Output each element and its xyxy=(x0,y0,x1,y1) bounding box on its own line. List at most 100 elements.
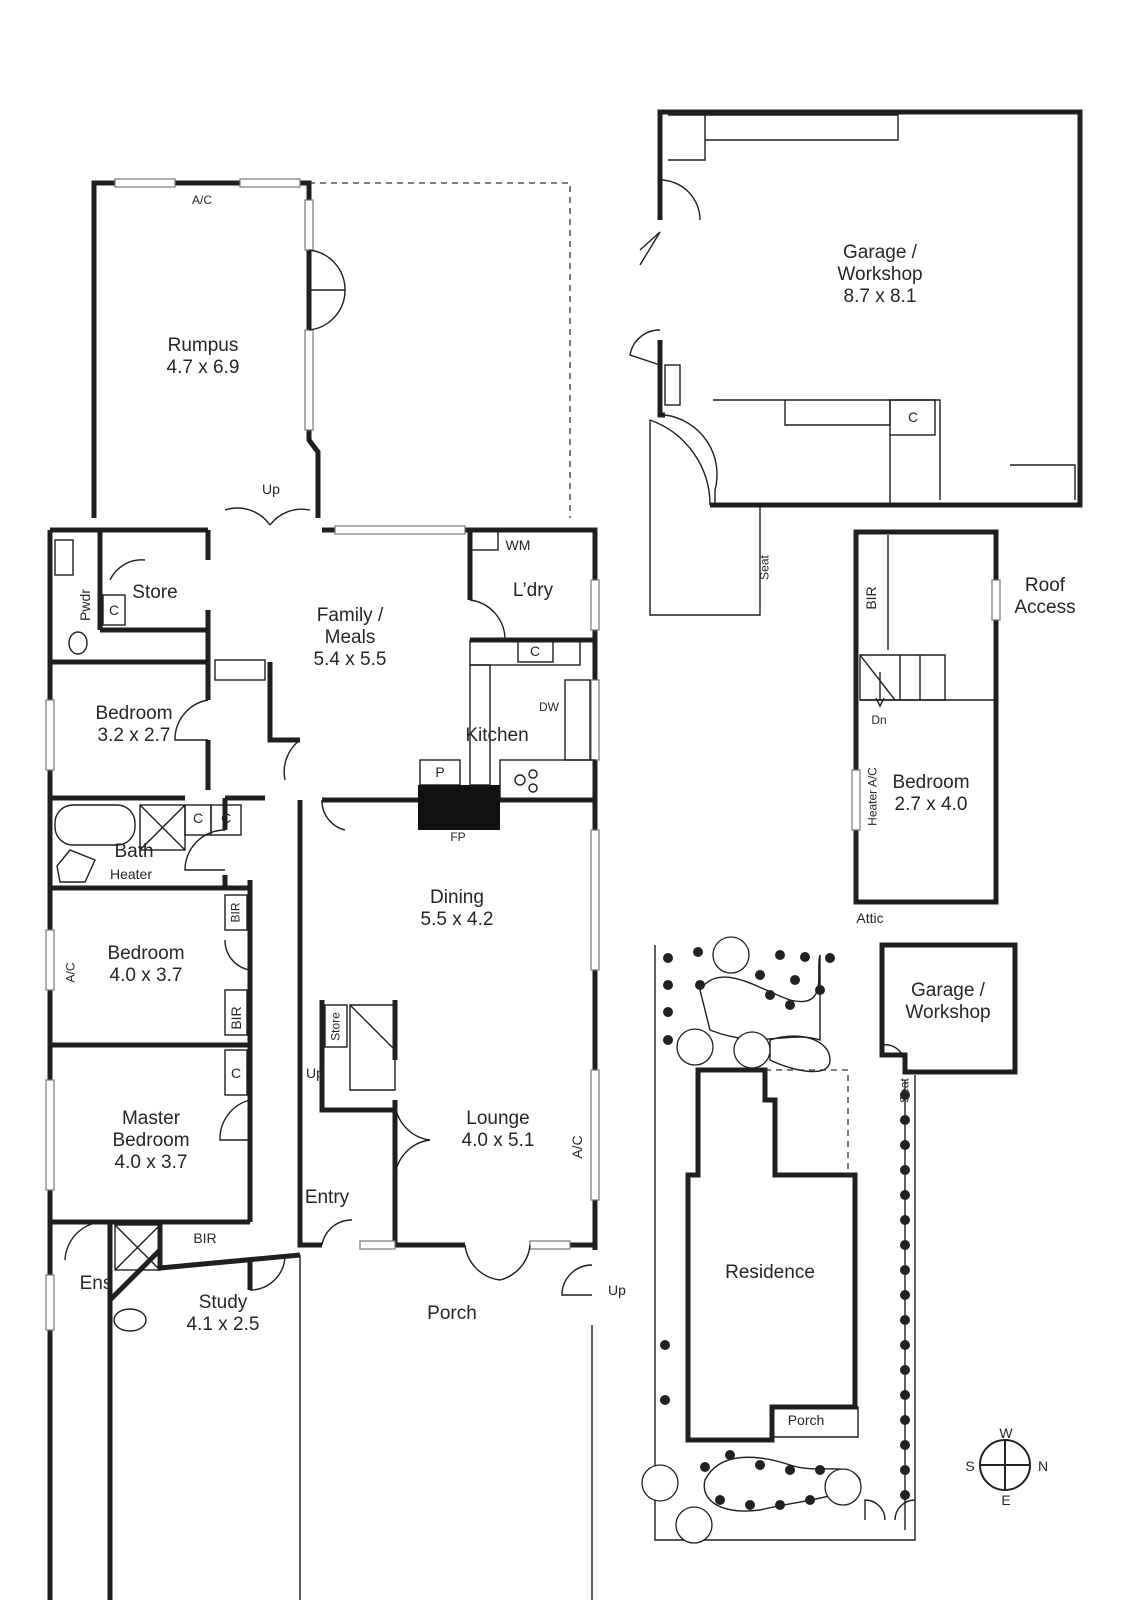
shrub-38 xyxy=(815,1465,825,1475)
washing-machine-label: WM xyxy=(505,537,531,553)
shrub-8 xyxy=(800,952,810,962)
shrub-13 xyxy=(815,985,825,995)
kitchen-label: Kitchen xyxy=(465,725,529,746)
compass-rose xyxy=(979,1439,1031,1491)
bath-label: Bath xyxy=(114,841,154,862)
main-house-walls xyxy=(47,180,598,1600)
up-marker-rumpus: Up xyxy=(262,481,280,497)
doors xyxy=(64,249,593,1296)
shrub-30 xyxy=(900,1465,910,1475)
heater-ac-attic: Heater A/C xyxy=(865,767,880,826)
garage-walls xyxy=(629,109,1083,616)
tree-4 xyxy=(641,1464,679,1502)
tree-2 xyxy=(676,1028,714,1066)
seat-marker-garage: Seat xyxy=(757,555,772,580)
shrub-21 xyxy=(900,1240,910,1250)
roof-access-label: Roof Access xyxy=(1014,575,1076,618)
bir-master: BIR xyxy=(193,1230,217,1246)
shrub-33 xyxy=(660,1395,670,1405)
laundry-label: L’dry xyxy=(512,580,554,601)
tree-1 xyxy=(712,936,750,974)
heater-label: Heater xyxy=(109,866,153,882)
shrub-31 xyxy=(900,1490,910,1500)
shrub-3 xyxy=(663,980,673,990)
shrub-32 xyxy=(660,1340,670,1350)
shrub-20 xyxy=(900,1215,910,1225)
up-marker-stair: Up xyxy=(306,1065,324,1081)
bir-bedroom-2b: BIR xyxy=(228,1006,244,1030)
compass-w: W xyxy=(999,1425,1013,1441)
shrub-26 xyxy=(900,1365,910,1375)
store-under-stair: Store xyxy=(328,1012,343,1041)
shrub-10 xyxy=(755,970,765,980)
pantry-label: P xyxy=(435,764,445,780)
ac-marker-bedroom: A/C xyxy=(63,962,78,983)
shrub-29 xyxy=(900,1440,910,1450)
shrub-1 xyxy=(663,953,673,963)
bir-bedroom-2: BIR xyxy=(228,902,243,923)
ac-marker-lounge: A/C xyxy=(569,1135,585,1159)
up-marker-porch: Up xyxy=(608,1282,626,1298)
shrub-37 xyxy=(785,1465,795,1475)
shrub-34 xyxy=(700,1462,710,1472)
powder-room-label: Pwdr xyxy=(77,589,93,621)
compass-e: E xyxy=(1001,1492,1011,1508)
shrub-14 xyxy=(785,1000,795,1010)
shrub-36 xyxy=(755,1460,765,1470)
store-label: Store xyxy=(132,582,178,603)
shrub-27 xyxy=(900,1390,910,1400)
cupboard-master: C xyxy=(230,1065,242,1081)
cupboard-hall-1: C xyxy=(192,810,204,826)
shrub-4 xyxy=(695,980,705,990)
windows xyxy=(45,178,600,1331)
bir-attic: BIR xyxy=(863,586,879,610)
site-porch-label: Porch xyxy=(787,1412,825,1428)
down-marker-attic: Dn xyxy=(871,713,887,727)
shrub-23 xyxy=(900,1290,910,1300)
entry-label: Entry xyxy=(304,1187,350,1208)
shrub-6 xyxy=(663,1035,673,1045)
fireplace-label: FP xyxy=(450,830,466,844)
shrub-7 xyxy=(775,950,785,960)
ensuite-label: Ens xyxy=(79,1273,113,1294)
shrub-5 xyxy=(663,1007,673,1017)
shrub-19 xyxy=(900,1190,910,1200)
shrub-41 xyxy=(775,1500,785,1510)
shrub-39 xyxy=(715,1495,725,1505)
site-plan xyxy=(641,936,1018,1544)
dishwasher-label: DW xyxy=(539,700,559,714)
shrub-2 xyxy=(693,947,703,957)
shrub-15 xyxy=(900,1090,910,1100)
shrub-17 xyxy=(900,1140,910,1150)
tree-3 xyxy=(733,1031,771,1069)
shrub-24 xyxy=(900,1315,910,1325)
shrub-28 xyxy=(900,1415,910,1425)
shrub-16 xyxy=(900,1115,910,1125)
cupboard-laundry: C xyxy=(529,643,541,659)
tree-5 xyxy=(675,1506,713,1544)
porch-label: Porch xyxy=(427,1303,477,1324)
fixtures xyxy=(54,529,596,1332)
shrub-25 xyxy=(900,1340,910,1350)
shrub-42 xyxy=(805,1495,815,1505)
attic-walls xyxy=(851,529,1001,905)
tree-6 xyxy=(824,1468,862,1506)
compass-s: S xyxy=(965,1458,975,1474)
seat-marker-site: Seat xyxy=(897,1078,912,1103)
attic-label: Attic xyxy=(856,910,884,926)
cupboard-store: C xyxy=(108,602,120,618)
cupboard-garage: C xyxy=(907,409,919,425)
shrub-22 xyxy=(900,1265,910,1275)
shrub-18 xyxy=(900,1165,910,1175)
compass-n: N xyxy=(1037,1458,1049,1474)
site-garage-label: Garage / Workshop xyxy=(905,980,991,1023)
